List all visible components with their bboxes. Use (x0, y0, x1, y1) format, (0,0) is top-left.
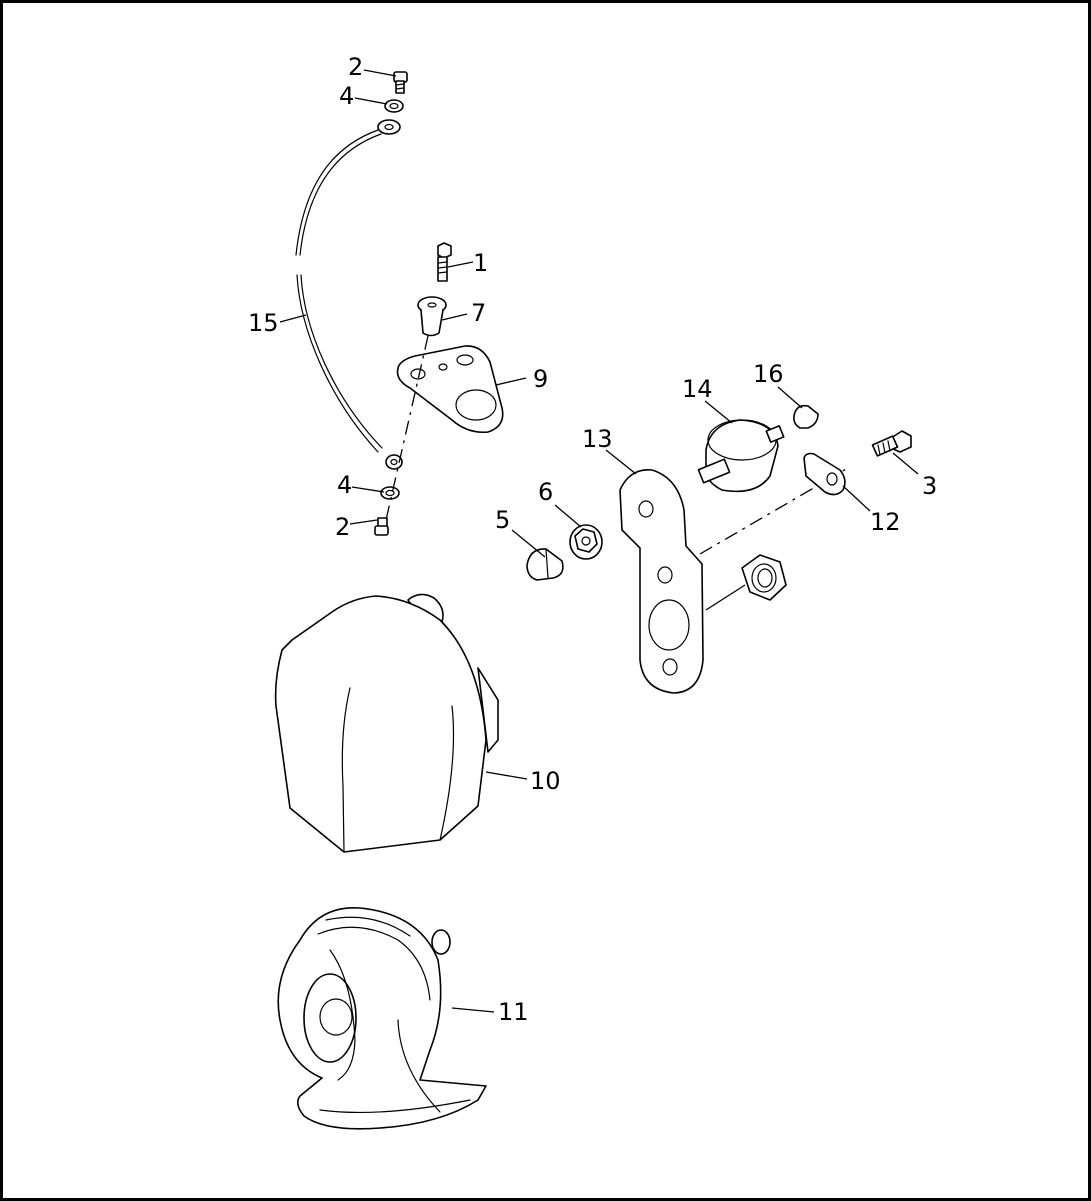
part-10-horn-cover (274, 593, 499, 853)
callout-2-bottom: 2 (335, 513, 350, 541)
part-12-clip (803, 452, 846, 496)
part-2-top-screw (393, 71, 408, 94)
callout-6: 6 (538, 478, 553, 506)
callout-13: 13 (582, 425, 613, 453)
part-6-flange-nut (569, 524, 603, 560)
part-2-bottom-screw (374, 517, 389, 536)
callout-12: 12 (870, 508, 901, 536)
nut-alignment-line (705, 584, 746, 611)
callout-16: 16 (753, 360, 784, 388)
callout-14: 14 (682, 375, 713, 403)
callout-1: 1 (473, 249, 488, 277)
callout-4-bottom: 4 (337, 471, 352, 499)
part-11-horn (277, 907, 487, 1130)
callout-11: 11 (498, 998, 529, 1026)
callout-4-top: 4 (339, 82, 354, 110)
part-4-top-washer (384, 99, 404, 113)
part-4-bottom-washer (380, 486, 400, 500)
callout-7: 7 (471, 299, 486, 327)
callout-9: 9 (533, 365, 548, 393)
part-7-spacer (417, 296, 447, 337)
callout-5: 5 (495, 506, 510, 534)
part-13-horn-bracket (619, 469, 704, 694)
alignment-line-left (385, 335, 429, 521)
callout-3: 3 (922, 472, 937, 500)
part-9-bracket (396, 345, 504, 434)
part-15-ground-wire (295, 119, 403, 470)
part-3-screw (871, 430, 912, 457)
part-5-acorn-nut (526, 548, 564, 581)
callout-15: 15 (248, 309, 279, 337)
callout-2-top: 2 (348, 53, 363, 81)
callout-10: 10 (530, 767, 561, 795)
part-16-cap (793, 404, 819, 429)
part-14-rubber-mount (697, 419, 785, 493)
part-large-hex-nut (741, 554, 787, 601)
part-1-bolt (437, 242, 452, 282)
